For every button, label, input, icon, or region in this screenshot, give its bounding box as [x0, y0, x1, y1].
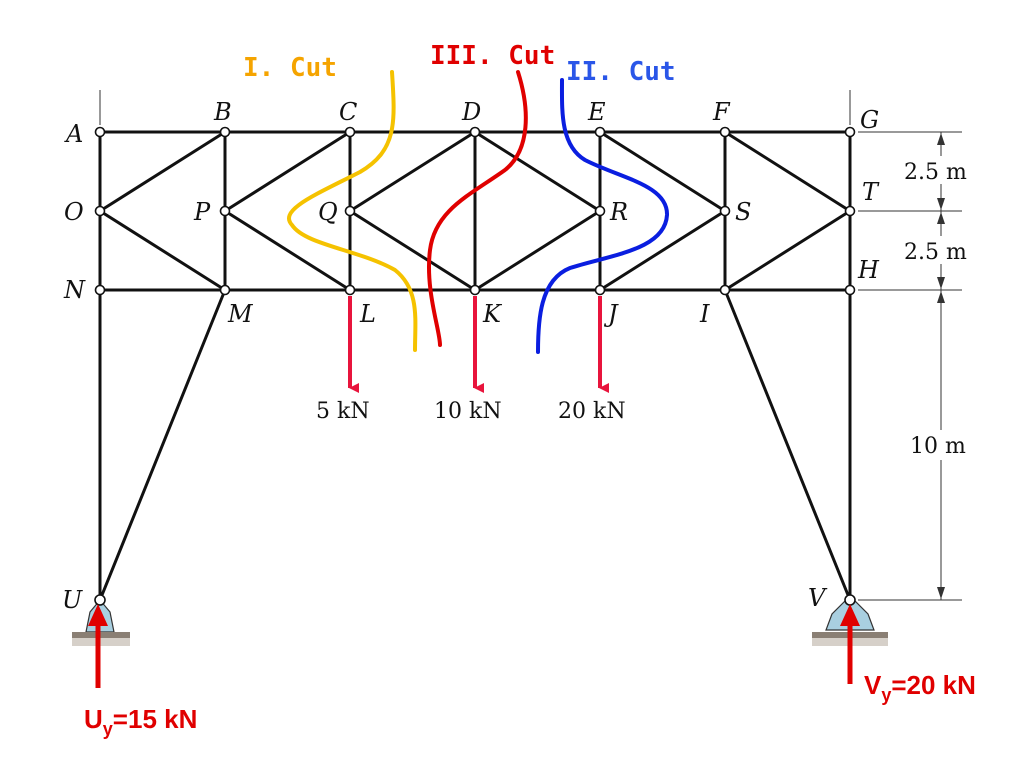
member-F-T	[723, 130, 852, 213]
dim-arrow-lower-bottom	[937, 587, 945, 599]
ground-U-shade	[72, 638, 130, 646]
reaction-V: Vy=20 kN	[840, 604, 976, 705]
label-I: I	[699, 300, 710, 328]
member-O-B	[98, 130, 227, 213]
cut-line-2	[536, 78, 670, 354]
joint-N	[94, 284, 106, 296]
joint-B	[219, 126, 231, 138]
joint-E	[594, 126, 606, 138]
joint-G	[844, 126, 856, 138]
joint-P	[219, 205, 231, 217]
reaction-V-value: =20 kN	[891, 670, 976, 700]
dim-text-bg-upper	[900, 156, 984, 184]
dim-arrow-upper-top	[937, 133, 945, 145]
joint-L	[344, 284, 356, 296]
ground-U	[72, 632, 130, 638]
joint-C	[344, 126, 356, 138]
cut-label-3: III. Cut	[430, 41, 555, 71]
member-J-S	[598, 209, 727, 292]
joint-A	[94, 126, 106, 138]
member-I-V	[723, 288, 852, 602]
node-labels: A B C D E F G O P Q R S T N M L K J I H …	[62, 98, 880, 614]
reaction-U-subscript: y	[103, 719, 113, 739]
joint-Q	[344, 205, 356, 217]
truss-joints	[94, 126, 856, 296]
label-K: K	[482, 300, 503, 328]
dim-arrow-middle-bottom	[937, 277, 945, 289]
label-V: V	[808, 584, 828, 612]
dim-text-lower: 10 m	[910, 434, 966, 459]
label-Q: Q	[318, 198, 338, 226]
reaction-label-U: Uy=15 kN	[84, 704, 197, 739]
load-label-L: 5 kN	[316, 399, 370, 424]
cut-label-1: I. Cut	[243, 53, 337, 83]
joint-I	[719, 284, 731, 296]
reaction-U-symbol: U	[84, 704, 103, 734]
joint-J	[594, 284, 606, 296]
member-P-C	[223, 130, 352, 213]
label-M: M	[227, 300, 254, 328]
member-O-M	[98, 209, 227, 292]
label-D: D	[461, 98, 481, 126]
dim-arrow-lower-top	[937, 291, 945, 303]
support-V-pin	[844, 594, 856, 606]
reaction-U: Uy=15 kN	[84, 604, 197, 739]
dim-text-upper: 2.5 m	[904, 160, 967, 185]
joint-D	[469, 126, 481, 138]
reaction-arrowhead-V	[840, 604, 860, 626]
label-A: A	[64, 120, 83, 148]
label-U: U	[62, 586, 83, 614]
dim-arrow-middle-top	[937, 212, 945, 224]
member-Q-K	[348, 209, 477, 292]
label-T: T	[862, 178, 880, 206]
joint-H	[844, 284, 856, 296]
cut-line-3	[427, 70, 528, 347]
joint-R	[594, 205, 606, 217]
label-G: G	[860, 106, 879, 134]
label-C: C	[339, 98, 357, 126]
member-M-U	[98, 288, 227, 602]
member-I-T	[723, 209, 852, 292]
joint-T	[844, 205, 856, 217]
label-S: S	[735, 198, 751, 226]
reaction-label-V: Vy=20 kN	[864, 670, 976, 705]
reaction-U-value: =15 kN	[113, 704, 198, 734]
label-P: P	[193, 198, 211, 226]
dim-text-middle: 2.5 m	[904, 240, 967, 265]
applied-loads: 5 kN 10 kN 20 kN	[316, 296, 626, 424]
joint-K	[469, 284, 481, 296]
label-R: R	[609, 198, 628, 226]
reaction-V-symbol: V	[864, 670, 882, 700]
joint-F	[719, 126, 731, 138]
member-E-S	[598, 130, 727, 213]
cut-label-2: II. Cut	[566, 57, 676, 87]
dimension-lines: 2.5 m 2.5 m 10 m	[858, 131, 984, 601]
label-H: H	[857, 256, 880, 284]
label-B: B	[213, 98, 232, 126]
joint-O	[94, 205, 106, 217]
reaction-arrowhead-U	[88, 604, 108, 626]
dim-arrow-upper-bottom	[937, 198, 945, 210]
cut-line-1	[287, 70, 418, 352]
support-U-pin	[94, 594, 106, 606]
dim-text-bg-middle	[900, 236, 984, 264]
section-cuts: I. Cut III. Cut II. Cut	[243, 41, 676, 354]
dim-text-bg-lower	[906, 430, 982, 460]
label-N: N	[63, 276, 86, 304]
member-Q-D	[348, 130, 477, 213]
member-D-R	[473, 130, 602, 213]
label-F: F	[712, 98, 731, 126]
member-P-L	[223, 209, 352, 292]
load-label-J: 20 kN	[558, 399, 626, 424]
joint-S	[719, 205, 731, 217]
label-L: L	[359, 300, 376, 328]
joint-M	[219, 284, 231, 296]
label-O: O	[64, 198, 84, 226]
reaction-V-subscript: y	[881, 685, 891, 705]
member-K-R	[473, 209, 602, 292]
label-J: J	[603, 300, 619, 328]
load-label-K: 10 kN	[434, 399, 502, 424]
label-E: E	[587, 98, 606, 126]
